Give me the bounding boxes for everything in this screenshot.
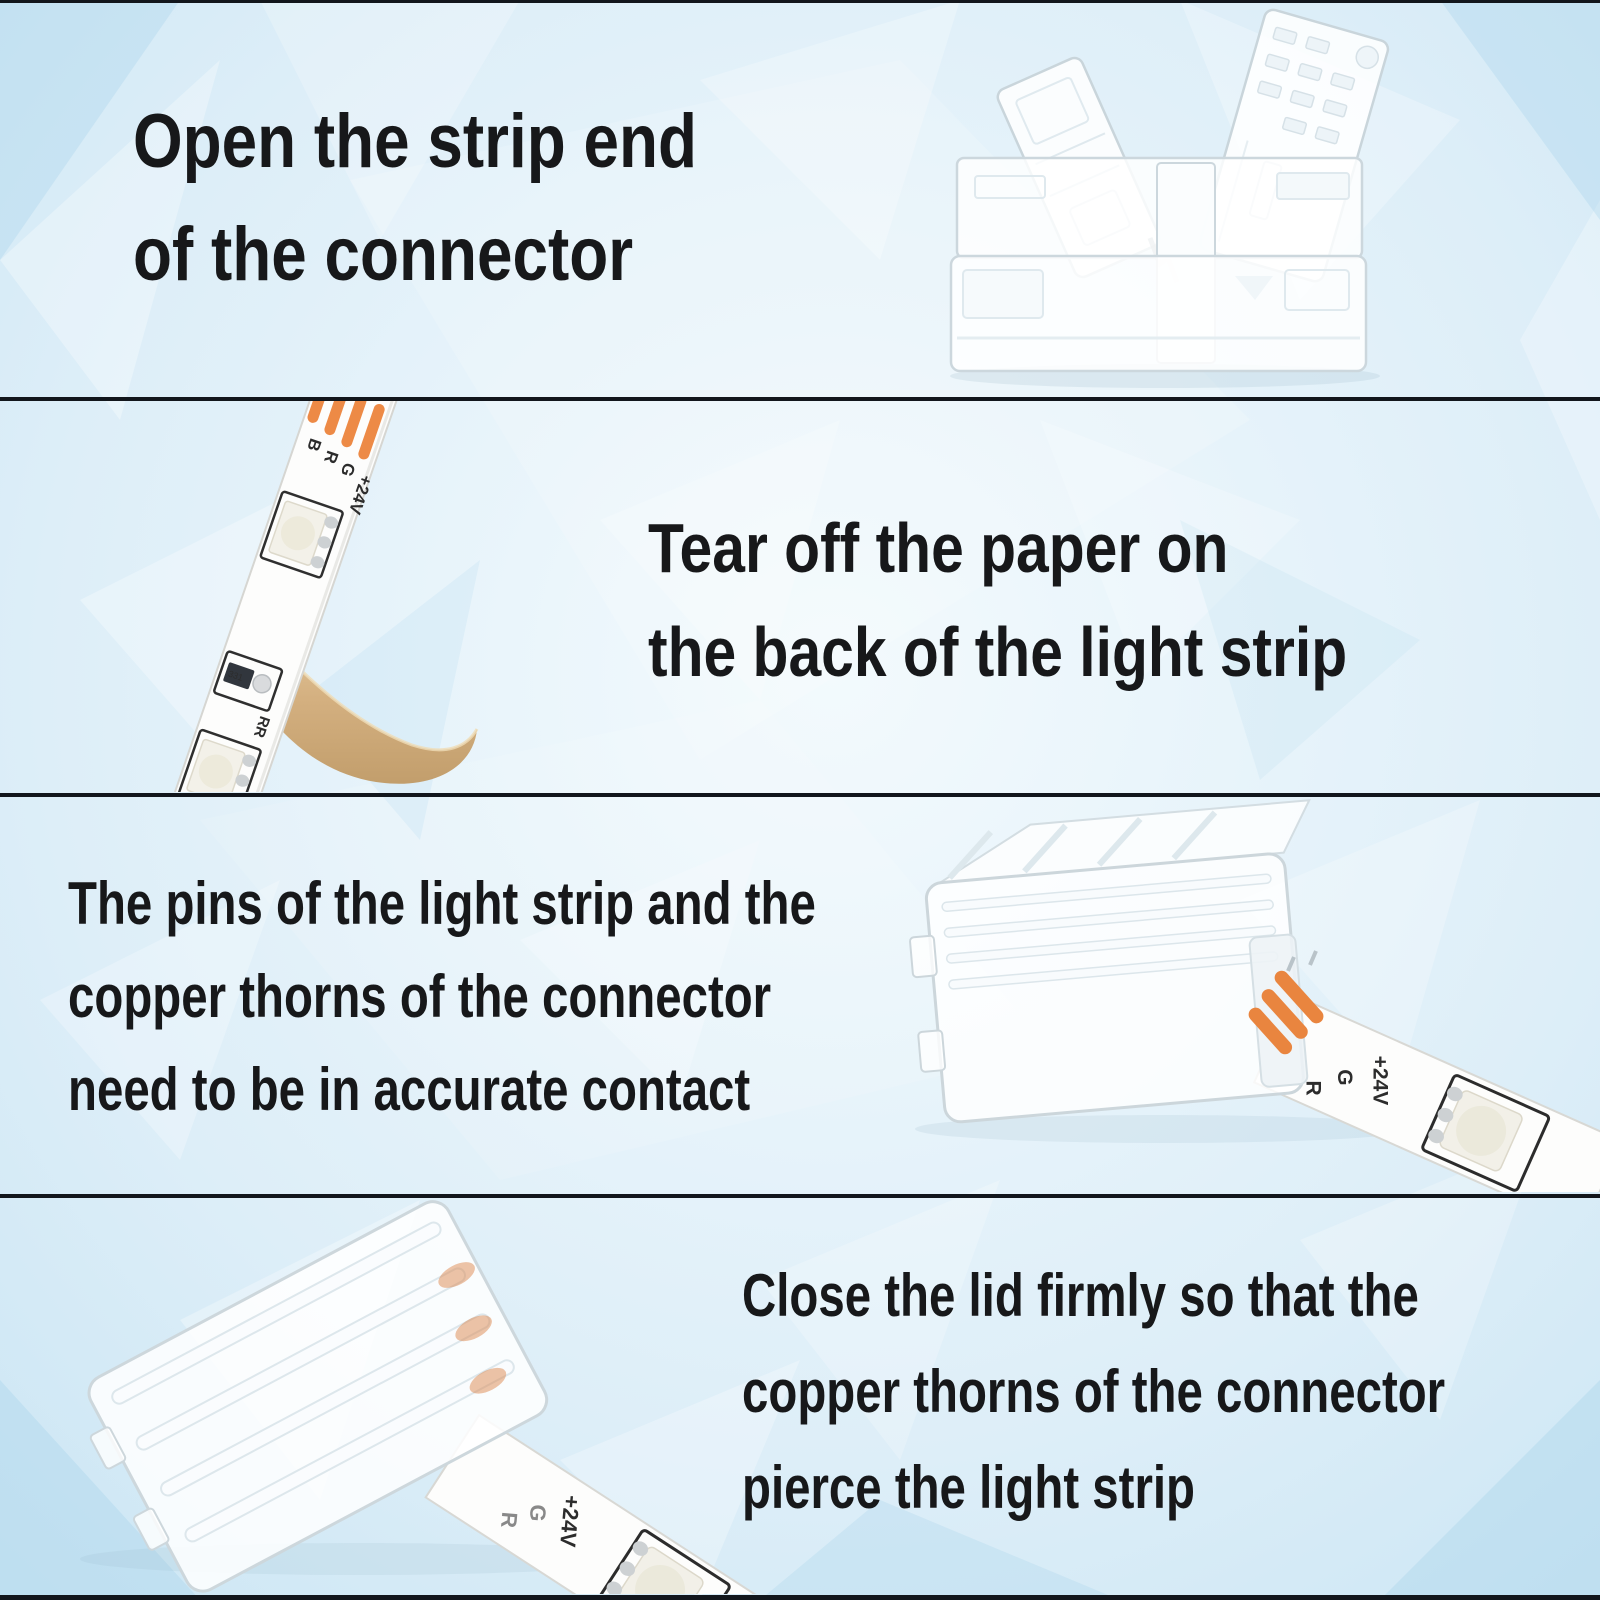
light-strip: +24V G R [1252, 993, 1600, 1192]
step-4-line-1: Close the lid firmly so that the [742, 1262, 1419, 1329]
connector-closed [87, 1200, 549, 1593]
step-4-photo-closed-connector: +24V G R [80, 1200, 833, 1594]
strip-label-red: R [1302, 1081, 1325, 1096]
step-1: Open the strip end of the connector [0, 3, 1600, 397]
strip-label-power: +24V [555, 1494, 584, 1548]
step-3-photo-strip-in-connector: +24V G R [909, 799, 1600, 1192]
strip-label-power: +24V [1368, 1056, 1391, 1106]
step-4-line-2: copper thorns of the connector [742, 1358, 1446, 1425]
step-1-photo-open-connector [949, 8, 1390, 388]
strip-label-green: G [525, 1503, 551, 1522]
led-chip-lower [177, 728, 262, 792]
border-bottom [0, 1595, 1600, 1600]
led-chip [1421, 1074, 1551, 1192]
step-1-text: Open the strip end of the connector [133, 85, 804, 311]
step-2-line-1: Tear off the paper on [648, 509, 1229, 587]
step-3-text: The pins of the light strip and the copp… [68, 857, 1015, 1136]
led-chip [597, 1529, 731, 1594]
strip-label-red: R [320, 448, 342, 466]
strip-label-blue: B [303, 436, 325, 454]
strip-label-resistor: RR [250, 714, 273, 740]
divider-1 [0, 397, 1600, 401]
strip-label-green: G [337, 460, 359, 479]
step-3-line-2: copper thorns of the connector [68, 963, 772, 1030]
copper-thorn [1286, 950, 1318, 972]
shadow [915, 1115, 1415, 1143]
step-2: B R G +24V 331 RR [0, 401, 1600, 793]
connector-open-lid [909, 799, 1311, 1124]
step-1-line-1: Open the strip end [133, 99, 697, 184]
divider-3 [0, 1194, 1600, 1198]
strip-label-red: R [496, 1511, 522, 1529]
step-2-line-2: the back of the light strip [648, 613, 1348, 691]
light-strip: B R G +24V 331 RR [127, 401, 403, 792]
connector-base [949, 156, 1368, 373]
step-3-line-3: need to be in accurate contact [68, 1056, 751, 1123]
step-3: The pins of the light strip and the copp… [0, 797, 1600, 1194]
step-4-text: Close the lid firmly so that the copper … [742, 1248, 1600, 1536]
step-2-photo-strip-peel: B R G +24V 331 RR [127, 401, 479, 792]
strip-label-green: G [1333, 1069, 1356, 1085]
step-1-line-2: of the connector [133, 212, 634, 297]
divider-2 [0, 793, 1600, 797]
border-top [0, 0, 1600, 3]
step-3-line-1: The pins of the light strip and the [68, 870, 816, 937]
led-chip [259, 490, 344, 579]
resistor: 331 RR [213, 650, 284, 740]
step-4-line-3: pierce the light strip [742, 1454, 1196, 1521]
copper-pads [1248, 970, 1324, 1055]
copper-pads [307, 401, 385, 460]
copper-pads-through-plastic [438, 1262, 507, 1394]
step-2-text: Tear off the paper on the back of the li… [648, 496, 1480, 704]
resistor-code: 331 [227, 669, 244, 683]
step-4: +24V G R [0, 1198, 1600, 1595]
